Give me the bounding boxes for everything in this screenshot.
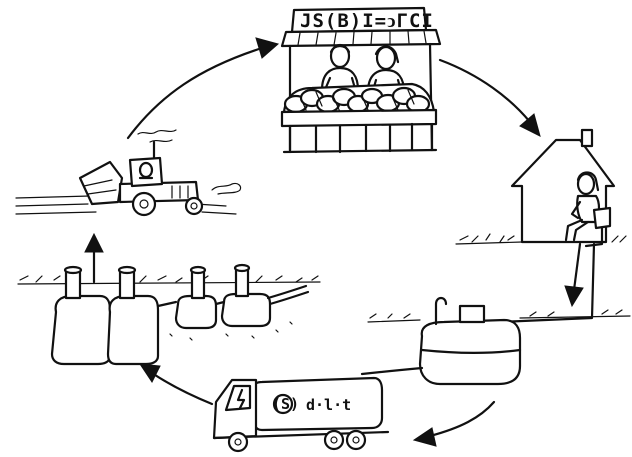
truck-rear-wheel-2 (347, 431, 365, 449)
tractor-front-wheel (186, 198, 202, 214)
house (456, 130, 626, 246)
digester-tank-1 (52, 296, 110, 364)
truck-lettering: d·l·t (306, 396, 351, 414)
market-vendor-left (322, 45, 358, 92)
truck-front-wheel (229, 433, 247, 451)
house-chimney (582, 130, 592, 146)
truck-logo: (S) (272, 395, 299, 413)
cycle-arrow-market-to-house (440, 60, 540, 136)
cycle-arrow-digesters-to-tractor (85, 234, 103, 282)
septic-tank-hatch (460, 306, 484, 322)
tractor (16, 130, 241, 215)
truck-rear-wheel-1 (325, 431, 343, 449)
digester-tank-4 (222, 294, 270, 326)
tractor-driver (140, 163, 152, 177)
cycle-arrow-tank-to-truck (414, 402, 494, 446)
treatment-tanks (18, 265, 320, 364)
toilet-icon (594, 208, 610, 228)
septic-tank (362, 244, 630, 384)
cycle-arrow-house-to-tank (565, 244, 583, 306)
market-stall: JS(B)I=ↄΓCI (282, 8, 440, 152)
cycle-arrow-tractor-to-market (128, 38, 278, 138)
tractor-spreader (80, 162, 122, 204)
digester-tank-3 (176, 296, 216, 328)
market-awning (282, 30, 440, 46)
market-sign-text: JS(B)I=ↄΓCI (300, 10, 434, 32)
cycle-arrow-truck-to-digesters (140, 364, 212, 404)
digester-tank-2 (108, 296, 158, 364)
market-produce (284, 84, 434, 112)
vacuum-truck: (S) d·l·t (214, 378, 388, 451)
septic-tank-vent (436, 298, 446, 324)
tractor-rear-wheel (133, 193, 155, 215)
